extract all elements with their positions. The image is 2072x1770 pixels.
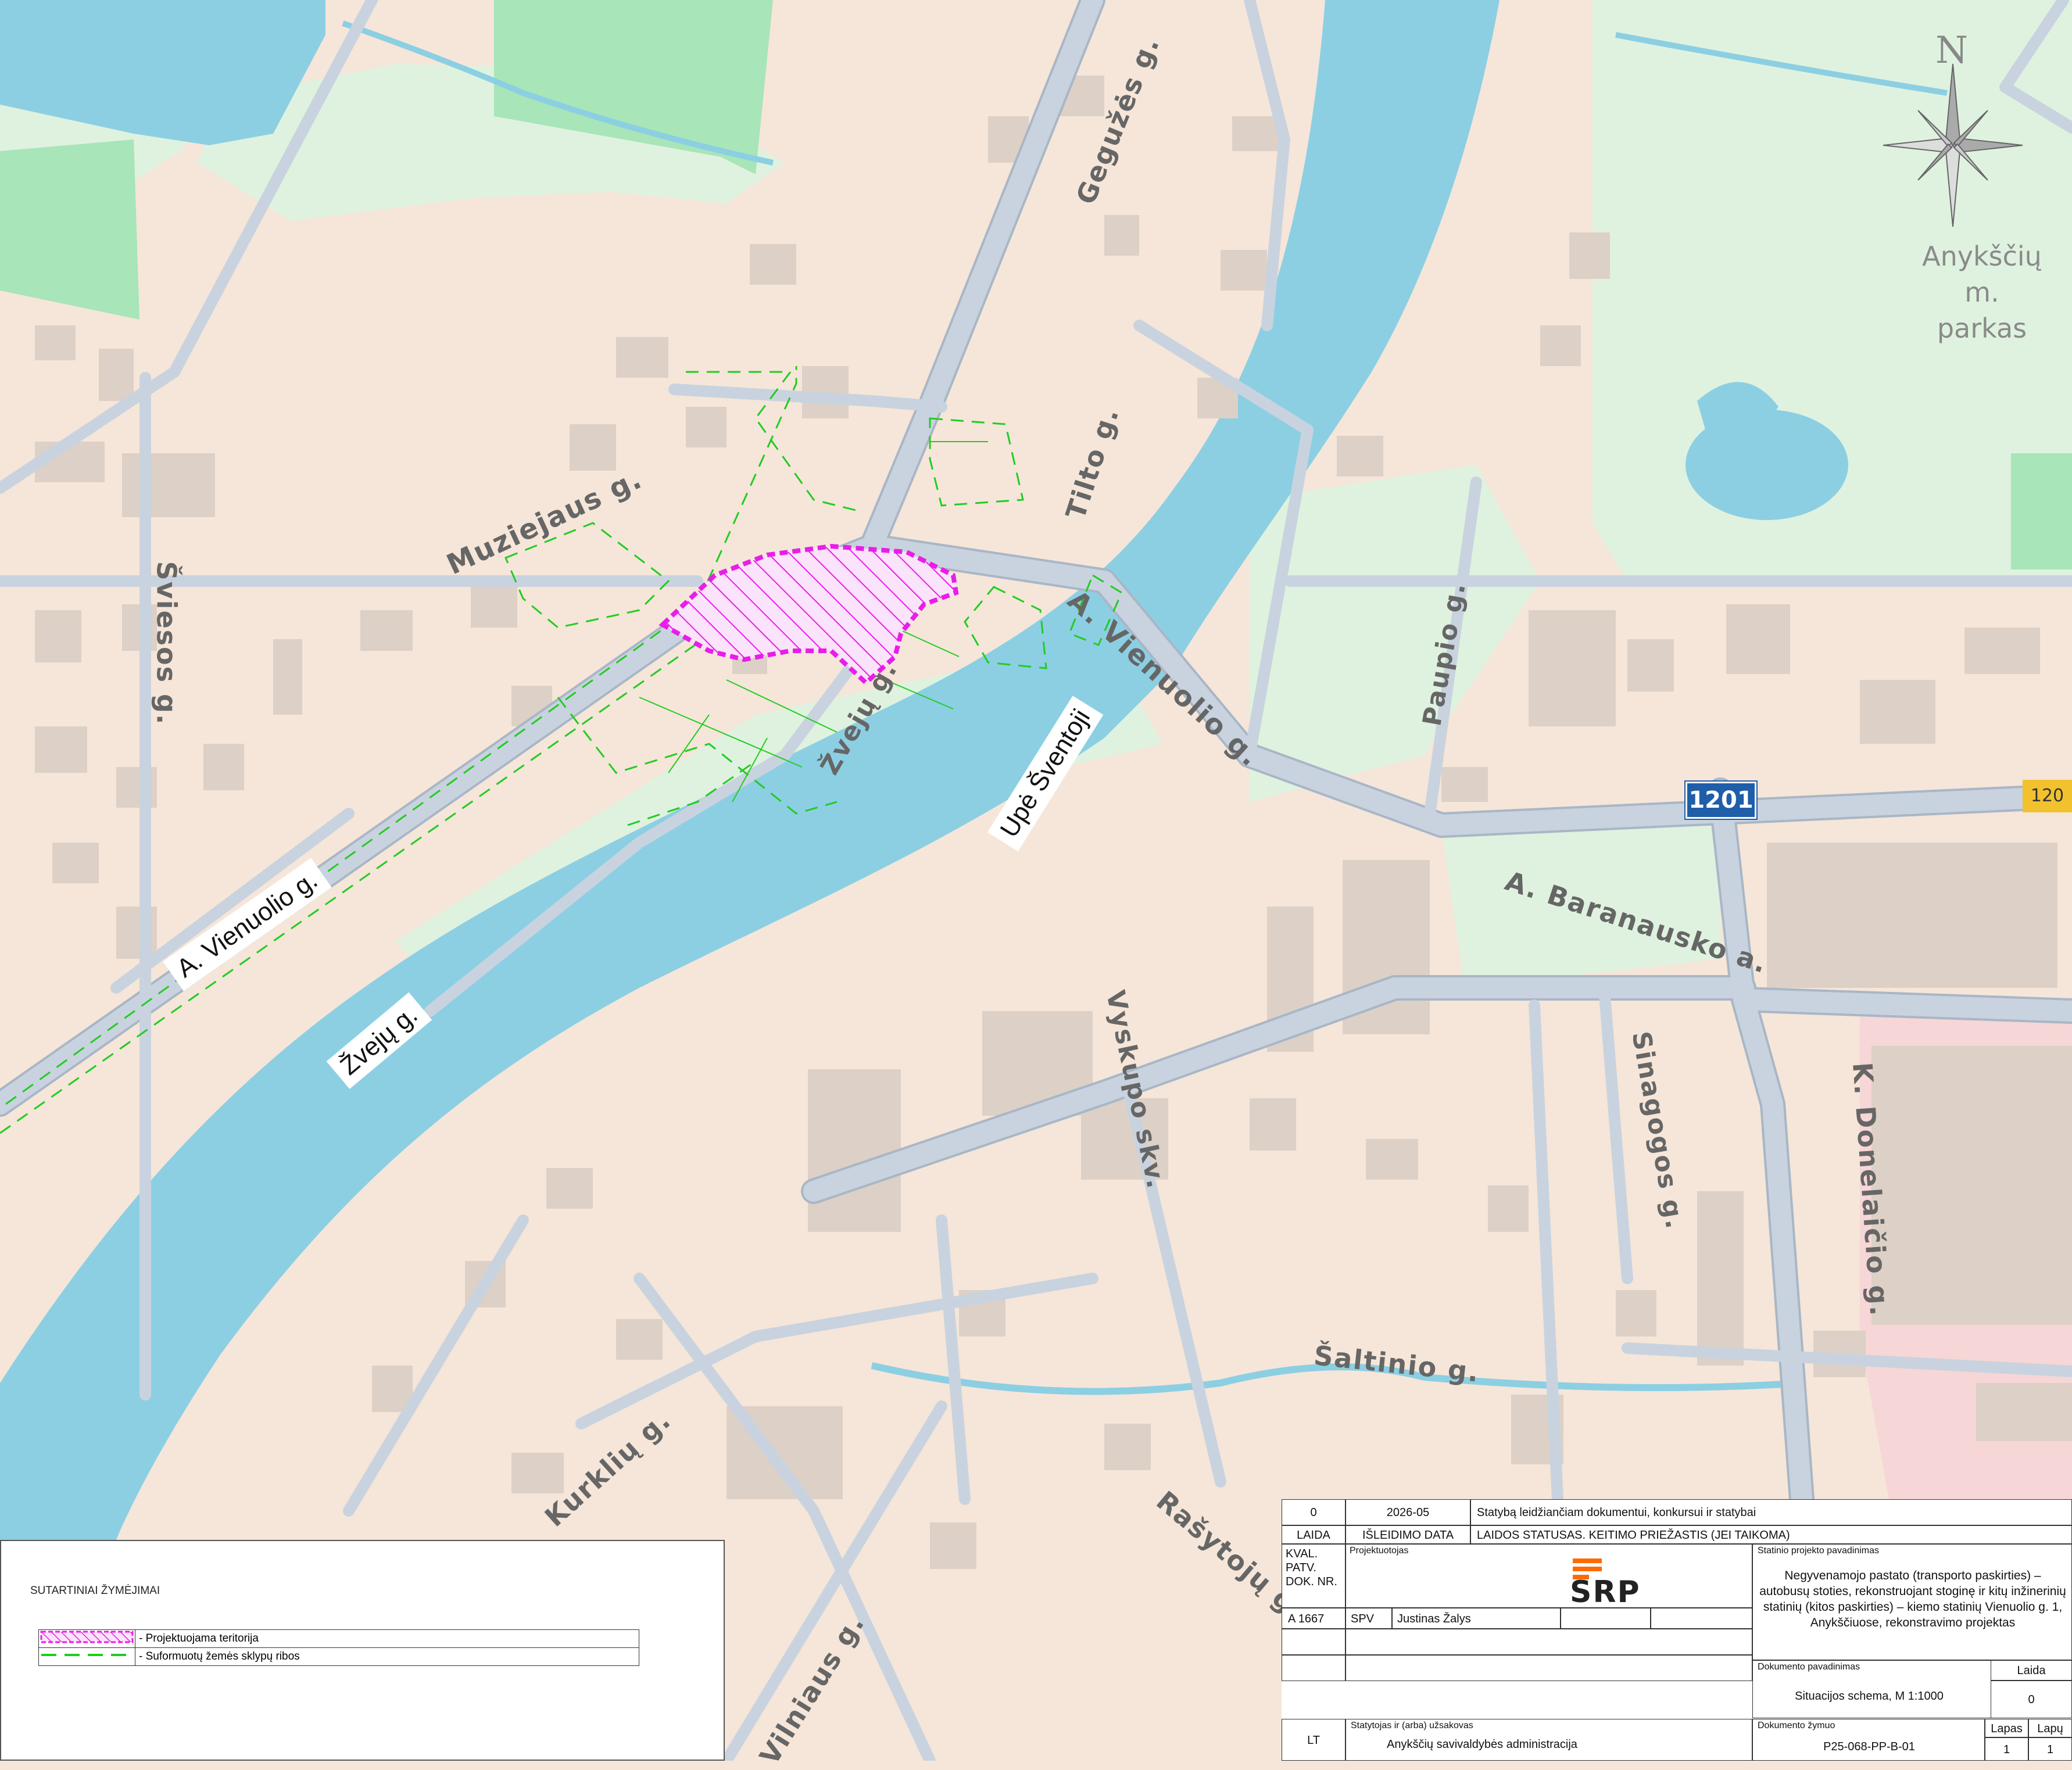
- issue-date-value: 2026-05: [1345, 1499, 1470, 1525]
- park-label-line2: m.: [1964, 277, 1999, 308]
- project-territory: [659, 543, 959, 686]
- doc-name-label: Dokumento pavadinimas: [1758, 1662, 1860, 1672]
- road-shield-secondary: 120: [2023, 780, 2072, 812]
- signature-cell: [1561, 1608, 1651, 1629]
- country-code: LT: [1282, 1719, 1345, 1761]
- designer-role: SPV: [1345, 1608, 1392, 1629]
- designer-person: Justinas Žalys: [1392, 1608, 1561, 1629]
- kval-label: KVAL. PATV. DOK. NR.: [1282, 1544, 1345, 1608]
- srp-logo-icon: [1567, 1555, 1608, 1584]
- doc-name: Situacijos schema, M 1:1000: [1795, 1690, 1944, 1703]
- date-cell: [1651, 1608, 1752, 1629]
- park-label-line3: parkas: [1937, 313, 2027, 344]
- park-label: Anykščių m. parkas: [1912, 238, 2052, 346]
- empty-cell: [1345, 1655, 1752, 1681]
- street-label-sviesos: Šviesos g.: [151, 561, 182, 726]
- empty-cell: [1282, 1655, 1345, 1681]
- doc-code: P25-068-PP-B-01: [1823, 1740, 1915, 1753]
- designer-cell: Projektuotojas SRP: [1345, 1544, 1752, 1610]
- sheets-label: Lapų: [2028, 1719, 2072, 1737]
- north-arrow: N: [1877, 29, 2028, 232]
- legend-symbol-parcels: [38, 1647, 135, 1666]
- sheet-label: Lapas: [1985, 1719, 2028, 1737]
- designer-label: Projektuotojas: [1350, 1546, 1409, 1556]
- laida-value: 0: [1991, 1681, 2072, 1718]
- legend-panel: SUTARTINIAI ŽYMĖJIMAI - Projektuojama te…: [0, 1540, 725, 1761]
- legend-title: SUTARTINIAI ŽYMĖJIMAI: [30, 1585, 160, 1597]
- title-block: 0 2026-05 Statybą leidžiančiam dokumentu…: [1282, 1499, 2072, 1761]
- client-label: Statytojas ir (arba) užsakovas: [1351, 1721, 1473, 1730]
- north-letter: N: [1935, 29, 1968, 72]
- legend-label-parcels: - Suformuotų žemės sklypų ribos: [135, 1647, 639, 1666]
- parcel-boundary-symbol-icon: [41, 1654, 133, 1656]
- doc-code-cell: Dokumento žymuo P25-068-PP-B-01: [1752, 1719, 1985, 1761]
- sheet-number: 1: [1985, 1737, 2028, 1761]
- park-label-line1: Anykščių: [1922, 241, 2042, 272]
- legend-row: - Projektuojama teritorija: [38, 1629, 639, 1648]
- project-area-symbol-icon: [40, 1631, 134, 1643]
- doc-code-label: Dokumento žymuo: [1758, 1721, 1835, 1730]
- water-bodies: [0, 0, 1948, 1540]
- client-cell: Statytojas ir (arba) užsakovas Anykščių …: [1345, 1719, 1752, 1761]
- header-laida: LAIDA: [1282, 1525, 1345, 1544]
- client-name: Anykščių savivaldybės administracija: [1387, 1738, 1577, 1751]
- laida-label: Laida: [1991, 1660, 2072, 1681]
- project-name: Negyvenamojo pastato (transporto paskirt…: [1759, 1569, 2066, 1629]
- srp-logo-text: SRP: [1570, 1575, 1641, 1610]
- license-number: A 1667: [1282, 1608, 1345, 1629]
- empty-cell: [1282, 1629, 1345, 1655]
- sheets-total: 1: [2028, 1737, 2072, 1761]
- legend-label-project: - Projektuojama teritorija: [135, 1629, 639, 1648]
- doc-name-cell: Dokumento pavadinimas Situacijos schema,…: [1752, 1660, 2072, 1718]
- empty-cell: [1345, 1629, 1752, 1655]
- north-arrow-icon: [1883, 63, 2023, 227]
- parcel-lines-solid: [639, 441, 988, 802]
- project-name-label: Statinio projekto pavadinimas: [1758, 1546, 1880, 1556]
- legend-row: - Suformuotų žemės sklypų ribos: [38, 1647, 639, 1666]
- legend-symbol-project: [38, 1629, 135, 1648]
- issue-status-value: Statybą leidžiančiam dokumentui, konkurs…: [1470, 1499, 2072, 1525]
- project-name-cell: Statinio projekto pavadinimas Negyvenamo…: [1752, 1544, 2072, 1660]
- revision-value: 0: [1282, 1499, 1345, 1525]
- legend-table: - Projektuojama teritorija - Suformuotų …: [38, 1629, 639, 1666]
- header-date: IŠLEIDIMO DATA: [1345, 1525, 1470, 1544]
- header-status: LAIDOS STATUSAS. KEITIMO PRIEŽASTIS (JEI…: [1470, 1525, 2072, 1544]
- buildings: [35, 76, 2072, 1569]
- road-shield-main: 1201: [1685, 782, 1756, 819]
